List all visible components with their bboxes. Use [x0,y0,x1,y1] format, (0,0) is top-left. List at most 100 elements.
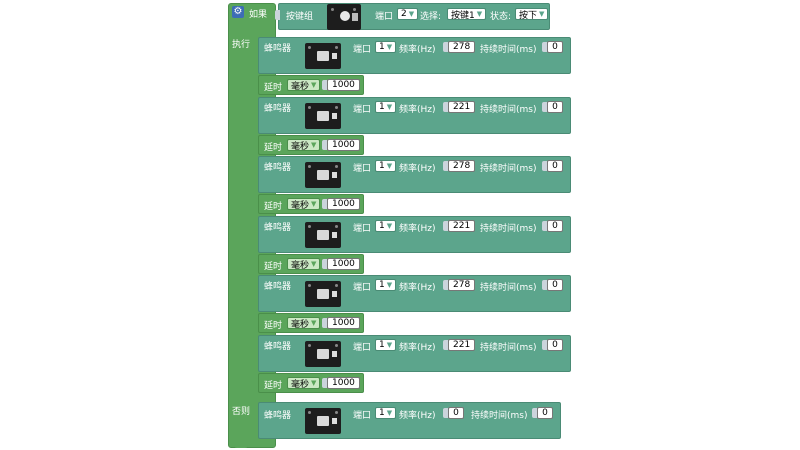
duration-label: 持续时间(ms) [480,164,537,174]
freq-input[interactable]: 278 [448,279,476,291]
dropdown-arrow-icon: ▼ [539,10,545,18]
delay-unit-dropdown[interactable]: 毫秒▼ [287,79,321,92]
port-label: 端口 [353,164,372,174]
buzzer-label: 蜂鸣器 [264,44,292,54]
dropdown-arrow-icon: ▼ [386,281,393,289]
freq-input[interactable]: 221 [448,220,476,232]
port-dropdown[interactable]: 1▼ [375,101,397,113]
delay-block[interactable]: 延时毫秒▼ 1000 [258,194,364,214]
delay-block[interactable]: 延时毫秒▼ 1000 [258,373,364,393]
freq-label: 频率(Hz) [399,224,436,234]
buzzer-label: 蜂鸣器 [264,223,292,233]
then-label: 执行 [232,40,251,50]
condition-port-label: 端口 [375,12,394,22]
delay-unit-dropdown[interactable]: 毫秒▼ [287,139,321,152]
delay-label: 延时 [264,262,283,272]
duration-label: 持续时间(ms) [480,45,537,55]
port-label: 端口 [353,343,372,353]
condition-select-label: 选择: [420,12,442,22]
port-label: 端口 [353,411,372,421]
delay-block[interactable]: 延时毫秒▼1000 [258,75,364,95]
delay-block[interactable]: 延时毫秒▼ 1000 [258,254,364,274]
port-dropdown[interactable]: 1▼ [375,339,397,351]
buzzer-module-image [305,408,341,434]
delay-label: 延时 [264,202,283,212]
delay-input[interactable]: 1000 [327,198,360,210]
delay-input[interactable]: 1000 [327,79,360,91]
buzzer-module-image [305,281,341,307]
condition-state-label: 状态: [490,12,512,22]
port-dropdown[interactable]: 1▼ [375,220,397,232]
dropdown-arrow-icon: ▼ [408,10,415,18]
delay-unit-dropdown[interactable]: 毫秒▼ [287,198,321,211]
delay-input[interactable]: 1000 [327,139,360,151]
key-group-block[interactable]: 按键组 端口 2▼ 选择: 按键1▼ 状态: 按下▼ [275,3,550,30]
key-module-image [327,4,361,30]
duration-label: 持续时间(ms) [480,343,537,353]
duration-input[interactable]: 0 [547,339,563,351]
delay-block[interactable]: 延时毫秒▼ 1000 [258,135,364,155]
buzzer-label: 蜂鸣器 [264,282,292,292]
freq-input[interactable]: 0 [448,407,464,419]
delay-block[interactable]: 延时毫秒▼ 1000 [258,313,364,333]
delay-label: 延时 [264,381,283,391]
duration-input[interactable]: 0 [547,101,563,113]
delay-unit-dropdown[interactable]: 毫秒▼ [287,258,321,271]
duration-label: 持续时间(ms) [471,411,528,421]
delay-input[interactable]: 1000 [327,258,360,270]
duration-label: 持续时间(ms) [480,105,537,115]
freq-label: 频率(Hz) [399,164,436,174]
freq-input[interactable]: 221 [448,101,476,113]
key-group-label: 按键组 [286,12,314,22]
port-label: 端口 [353,45,372,55]
freq-input[interactable]: 278 [448,160,476,172]
dropdown-arrow-icon: ▼ [386,409,393,417]
buzzer-label: 蜂鸣器 [264,342,292,352]
gear-icon[interactable]: ⚙ [232,6,244,18]
dropdown-arrow-icon: ▼ [386,341,393,349]
duration-input[interactable]: 0 [547,220,563,232]
else-label: 否则 [232,407,251,417]
duration-input[interactable]: 0 [547,279,563,291]
if-block-bottom [234,440,248,448]
delay-unit-dropdown[interactable]: 毫秒▼ [287,377,321,390]
delay-input[interactable]: 1000 [327,317,360,329]
port-label: 端口 [353,224,372,234]
delay-input[interactable]: 1000 [327,377,360,389]
buzzer-module-image [305,43,341,69]
freq-label: 频率(Hz) [399,343,436,353]
duration-input[interactable]: 0 [547,41,563,53]
delay-unit-dropdown[interactable]: 毫秒▼ [287,317,321,330]
freq-label: 频率(Hz) [399,45,436,55]
buzzer-label: 蜂鸣器 [264,411,292,421]
dropdown-arrow-icon: ▼ [311,81,317,89]
freq-label: 频率(Hz) [399,105,436,115]
dropdown-arrow-icon: ▼ [386,162,393,170]
buzzer-module-image [305,341,341,367]
dropdown-arrow-icon: ▼ [311,260,317,268]
buzzer-label: 蜂鸣器 [264,163,292,173]
condition-port-dropdown[interactable]: 2▼ [397,8,419,20]
port-dropdown[interactable]: 1▼ [375,407,397,419]
else-buzzer-block[interactable]: 蜂鸣器 端口 1▼ 频率(Hz) 0 持续时间(ms) 0 [258,402,561,439]
delay-label: 延时 [264,143,283,153]
duration-input[interactable]: 0 [547,160,563,172]
port-dropdown[interactable]: 1▼ [375,279,397,291]
condition-state-dropdown[interactable]: 按下▼ [515,8,549,21]
freq-label: 频率(Hz) [399,283,436,293]
condition-select-dropdown[interactable]: 按键1▼ [447,8,487,21]
freq-input[interactable]: 278 [448,41,476,53]
port-dropdown[interactable]: 1▼ [375,160,397,172]
port-dropdown[interactable]: 1▼ [375,41,397,53]
delay-label: 延时 [264,321,283,331]
duration-input[interactable]: 0 [537,407,553,419]
freq-input[interactable]: 221 [448,339,476,351]
duration-label: 持续时间(ms) [480,224,537,234]
buzzer-label: 蜂鸣器 [264,104,292,114]
